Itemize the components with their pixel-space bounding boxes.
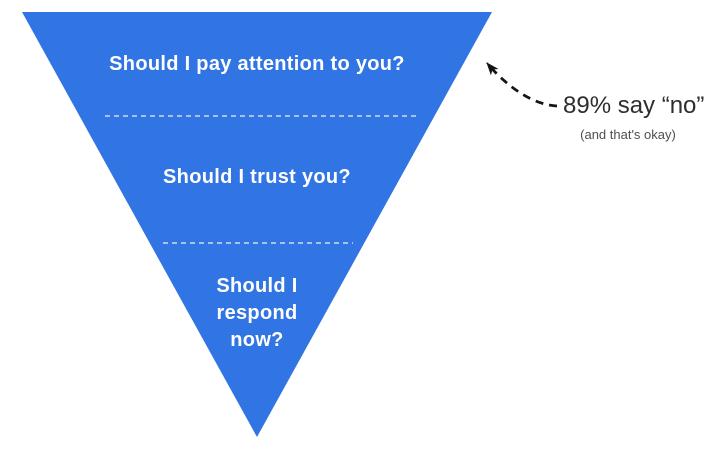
annotation-arrow-icon [485,62,558,108]
funnel-section-2-label: Should I trust you? [163,166,351,188]
funnel-section-1-label: Should I pay attention to you? [109,53,405,75]
funnel-triangle [22,12,492,437]
annotation-headline: 89% say “no” [563,92,705,119]
annotation-subtext: (and that's okay) [580,127,676,142]
funnel-section-3-label: Should I respond now? [216,275,298,351]
